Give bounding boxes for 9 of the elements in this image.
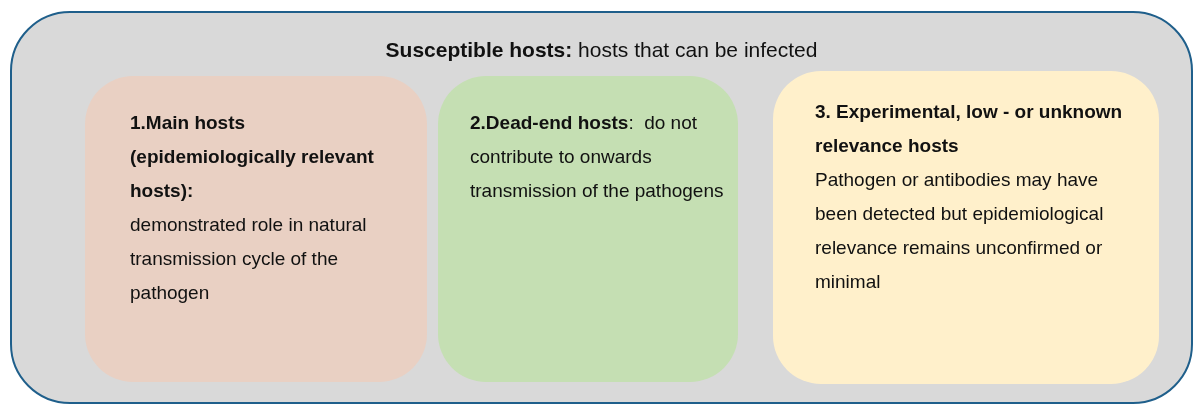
card-description: 2.Dead-end hosts: do not contribute to onwards transmission of the pathogens [470,111,724,203]
category-card [438,76,738,382]
outer-panel [10,11,1193,404]
category-card [773,71,1159,384]
card-heading: 3. Experimental, low - or unknown relevance hosts [815,100,1124,158]
card-description: Pathogen or antibodies may have been detected but epidemiological relevance remains unconfirmed or minimal [815,168,1105,294]
panel-heading: Susceptible hosts: hosts that can be infected [384,37,819,63]
card-description: demonstrated role in natural transmission cycle of the pathogen [130,213,368,305]
card-heading: 1.Main hosts (epidemiologically relevant hosts): [130,111,375,203]
